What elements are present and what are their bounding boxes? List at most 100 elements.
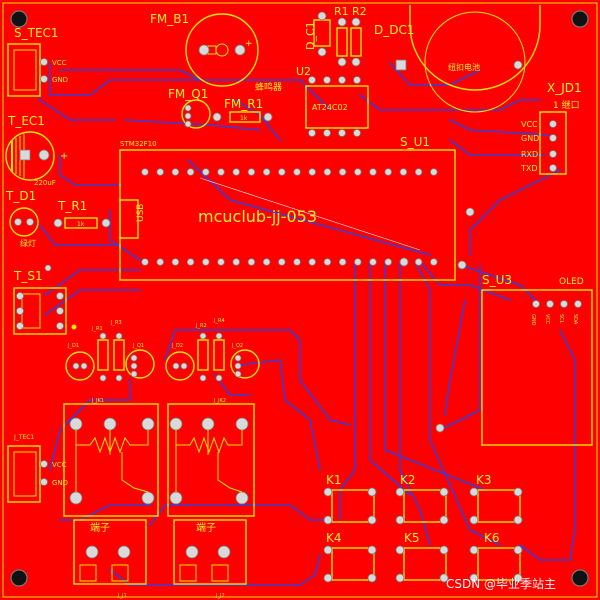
j-jk2-pad-1[interactable]: [169, 417, 183, 431]
u2-pad-4[interactable]: [353, 76, 361, 84]
fm-r1-pad-1[interactable]: [212, 112, 222, 122]
j-r2-pad-1[interactable]: [199, 332, 207, 340]
t-r1-pad-1[interactable]: [53, 218, 63, 228]
j-q1-pad-3[interactable]: [130, 370, 138, 378]
t-r1-pad-2[interactable]: [101, 218, 111, 228]
j-d1-pad-2[interactable]: [80, 362, 88, 370]
r1-pad-2[interactable]: [337, 57, 347, 67]
mcu-top-pin-14[interactable]: [338, 168, 347, 176]
t-ec1-pad-pos[interactable]: [38, 149, 50, 161]
u2-pad-2[interactable]: [323, 76, 331, 84]
j-jk2-pad-3[interactable]: [235, 417, 249, 431]
mcu-bottom-pin-5[interactable]: [202, 258, 210, 266]
x-jd1-pad-vcc[interactable]: [549, 120, 557, 128]
mcu-bottom-pin-6[interactable]: [217, 258, 225, 266]
t-d1-pad-1[interactable]: [14, 218, 22, 226]
coin-cell-pad-pos[interactable]: [395, 59, 407, 71]
mcu-bottom-pin-3[interactable]: [171, 258, 180, 266]
j-j1-pad-1[interactable]: [85, 545, 99, 559]
j-jk2-pad-4[interactable]: [169, 491, 183, 505]
mcu-bottom-pin-9[interactable]: [262, 258, 271, 266]
mcu-top-pin-8[interactable]: [247, 168, 256, 176]
mcu-bottom-pin-11[interactable]: [293, 258, 301, 266]
mcu-top-pin-9[interactable]: [262, 168, 271, 176]
mcu-top-pin-12[interactable]: [308, 168, 317, 176]
j-jk1-pad-5[interactable]: [141, 491, 155, 505]
mcu-top-pin-10[interactable]: [277, 168, 286, 176]
mcu-bottom-pin-16[interactable]: [369, 258, 377, 266]
d-c1-pad-2[interactable]: [317, 47, 327, 57]
x-jd1-pad-rxd[interactable]: [549, 150, 557, 158]
mcu-bottom-pin-12[interactable]: [308, 258, 317, 266]
j-q1-pad-2[interactable]: [130, 362, 138, 370]
mcu-bottom-pin-1[interactable]: [141, 258, 149, 266]
mcu-top-pin-2[interactable]: [156, 168, 165, 176]
j-j2-pad-1[interactable]: [185, 545, 199, 559]
key-k6[interactable]: K6: [469, 531, 523, 583]
j-jk1-pad-2[interactable]: [103, 417, 117, 431]
mcu-top-pin-13[interactable]: [323, 168, 332, 176]
buzzer-pad-pos[interactable]: [234, 44, 246, 56]
j-q2-pad-1[interactable]: [234, 354, 242, 362]
x-jd1-pad-gnd[interactable]: [549, 134, 557, 142]
mcu-bottom-pin-15[interactable]: [353, 258, 362, 266]
fm-r1-pad-2[interactable]: [263, 112, 273, 122]
mcu-bottom-pin-14[interactable]: [338, 258, 347, 266]
j-r1-pad-2[interactable]: [99, 374, 107, 382]
j-jk1-pad-1[interactable]: [69, 417, 83, 431]
mcu-bottom-pin-4[interactable]: [186, 258, 195, 266]
j-j2-pad-2[interactable]: [217, 545, 231, 559]
key-k1[interactable]: K1: [323, 473, 377, 525]
mcu-top-pin-3[interactable]: [171, 168, 180, 176]
mcu-top-pin-20[interactable]: [429, 168, 438, 176]
j-jk2-pad-5[interactable]: [235, 491, 249, 505]
t-s1-pad-2[interactable]: [16, 307, 24, 315]
u2-pad-6[interactable]: [338, 129, 346, 137]
mcu-top-pin-4[interactable]: [186, 168, 195, 176]
r2-pad-2[interactable]: [351, 57, 361, 67]
j-tec1-pad-vcc[interactable]: [40, 460, 48, 468]
mcu-top-pin-15[interactable]: [353, 168, 362, 176]
t-s1-pad-4[interactable]: [56, 292, 64, 300]
j-jk1-pad-4[interactable]: [69, 491, 83, 505]
mcu-bottom-pin-8[interactable]: [247, 258, 256, 266]
buzzer-pad-neg[interactable]: [198, 44, 210, 56]
mcu-top-pin-18[interactable]: [399, 168, 408, 176]
key-k4[interactable]: K4: [323, 531, 377, 583]
j-r4-pad-2[interactable]: [215, 374, 223, 382]
d-c1-pad-1[interactable]: [317, 11, 327, 21]
u2-pad-3[interactable]: [338, 76, 346, 84]
t-s1-pad-6[interactable]: [56, 322, 64, 330]
s-tec1-pad-vcc[interactable]: [40, 58, 48, 66]
j-tec1-pad-gnd[interactable]: [40, 478, 48, 486]
fm-q1-pad-2[interactable]: [184, 112, 192, 120]
t-s1-pad-1[interactable]: [16, 292, 24, 300]
s-tec1-pad-gnd[interactable]: [40, 75, 48, 83]
j-d2-pad-2[interactable]: [180, 362, 188, 370]
j-j1-pad-2[interactable]: [117, 545, 131, 559]
mcu-bottom-pin-2[interactable]: [156, 258, 165, 266]
key-k3[interactable]: K3: [469, 473, 523, 525]
j-q2-pad-3[interactable]: [234, 370, 242, 378]
key-k2[interactable]: K2: [395, 473, 449, 525]
mcu-bottom-pin-19[interactable]: [414, 258, 423, 266]
oled-pad-gnd[interactable]: [532, 300, 540, 308]
j-d2-pad-1[interactable]: [172, 362, 180, 370]
mcu-top-pin-17[interactable]: [384, 168, 393, 176]
j-jk1-pad-3[interactable]: [141, 417, 155, 431]
j-jk2-pad-2[interactable]: [201, 417, 215, 431]
oled-pad-sda[interactable]: [574, 300, 582, 308]
mcu-top-pin-5[interactable]: [202, 168, 210, 176]
j-r1-pad-1[interactable]: [99, 332, 107, 340]
fm-q1-pad-3[interactable]: [184, 120, 192, 128]
x-jd1-pad-txd[interactable]: [549, 164, 557, 172]
t-s1-pad-5[interactable]: [56, 307, 64, 315]
mcu-bottom-pin-13[interactable]: [323, 258, 332, 266]
j-q1-pad-1[interactable]: [130, 354, 138, 362]
u2-pad-5[interactable]: [353, 129, 361, 137]
t-d1-pad-2[interactable]: [26, 218, 34, 226]
r2-pad-1[interactable]: [351, 17, 361, 27]
j-r3-pad-2[interactable]: [115, 374, 123, 382]
j-r2-pad-2[interactable]: [199, 374, 207, 382]
t-s1-pad-3[interactable]: [16, 322, 24, 330]
